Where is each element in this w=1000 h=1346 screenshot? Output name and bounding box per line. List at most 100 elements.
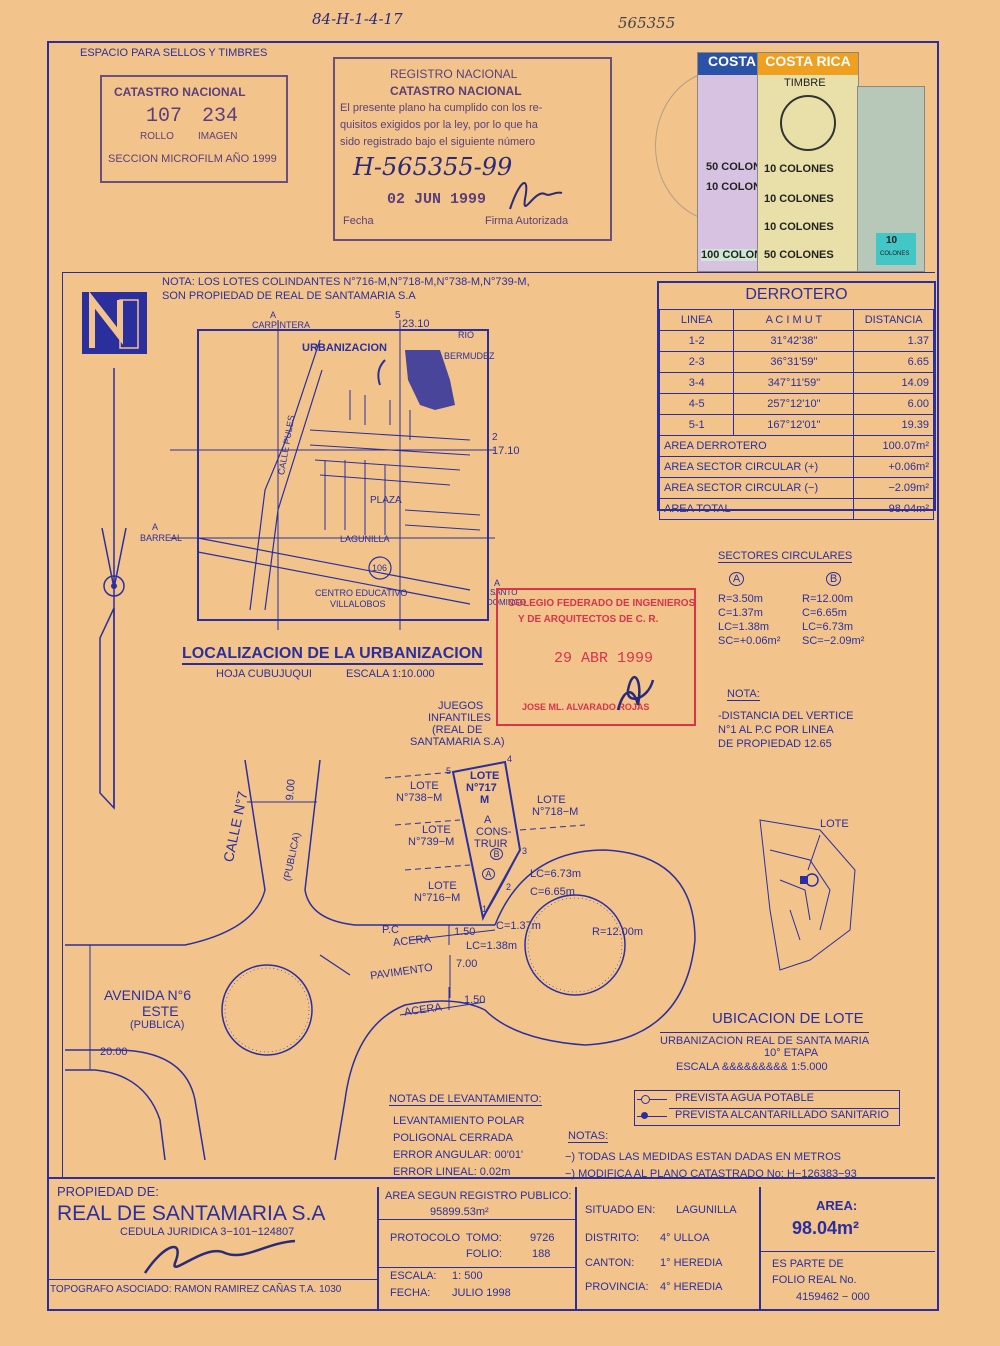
escala-value: 1: 500 — [452, 1270, 483, 1282]
stamp-y10a: 10 COLONES — [764, 163, 834, 175]
juegos-3: (REAL DE — [432, 724, 483, 736]
colegio-line2: Y DE ARQUITECTOS DE C. R. — [518, 614, 659, 625]
agua-label: PREVISTA AGUA POTABLE — [675, 1092, 814, 1104]
construir-1: A — [484, 814, 492, 826]
lote718-b: N°718−M — [532, 806, 579, 818]
rio-2: BERMUDEZ — [444, 351, 495, 361]
derrotero-cell: 347°11'59" — [733, 372, 855, 394]
levantamiento-4: ERROR LINEAL: 0.02m — [393, 1166, 511, 1178]
derrotero-cell: 167°12'01" — [733, 414, 855, 436]
vertex-3: 3 — [522, 846, 528, 856]
provincia-value: 4° HEREDIA — [660, 1281, 723, 1293]
dim-150b: 1.50 — [464, 994, 486, 1006]
colegio-date: 29 ABR 1999 — [554, 650, 654, 667]
cedula: CEDULA JURIDICA 3−101−124807 — [120, 1226, 295, 1238]
santo-a: A — [494, 578, 501, 588]
derrotero-cell: 257°12'10" — [733, 393, 855, 415]
derrotero-area-value: 100.07m² — [853, 435, 934, 457]
stamp-costa-rica-yellow: COSTA RICA TIMBRE 10 COLONES 10 COLONES … — [757, 52, 859, 272]
derrotero-cell: 4-5 — [658, 393, 735, 415]
catastro-imagen: 234 — [202, 105, 239, 128]
topografo: TOPOGRAFO ASOCIADO: RAMON RAMIREZ CAÑAS … — [50, 1284, 342, 1295]
lote739-b: N°739−M — [408, 836, 455, 848]
derrotero-header-cell: LINEA — [658, 309, 735, 331]
header-divider — [62, 272, 935, 273]
colegio-line1: COLEGIO FEDERADO DE INGENIEROS — [508, 598, 696, 609]
catastro-stamp: CATASTRO NACIONAL 107 234 ROLLO IMAGEN S… — [100, 75, 288, 183]
fecha-label-footer: FECHA: — [390, 1287, 431, 1299]
sector-a-3: LC=1.38m — [718, 621, 770, 633]
location-map-drawing — [170, 320, 495, 630]
vertex-1: 1 — [482, 904, 488, 914]
lote716-a: LOTE — [428, 880, 457, 892]
r1200-label: R=12.00m — [592, 926, 644, 938]
registro-stamp: REGISTRO NACIONAL CATASTRO NACIONAL El p… — [333, 57, 612, 241]
registro-text3: sido registrado bajo el siguiente número — [340, 136, 536, 148]
outer-frame — [47, 41, 939, 1311]
lote738-b: N°738−M — [396, 792, 443, 804]
ubicacion-line2: 10° ETAPA — [764, 1047, 819, 1059]
imagen-label: IMAGEN — [198, 131, 238, 142]
footer-hline-mid1 — [377, 1219, 575, 1220]
stamp-seal — [780, 95, 836, 151]
registro-date: 02 JUN 1999 — [387, 191, 487, 208]
stamp-y10b: 10 COLONES — [764, 193, 834, 205]
construir-3: TRUIR — [474, 838, 508, 850]
urbanizacion-label: URBANIZACION — [302, 342, 387, 354]
ref-number: 565355 — [618, 14, 676, 32]
carpintera: CARPINTERA — [252, 320, 311, 330]
nota-right-title: NOTA: — [727, 688, 760, 701]
area-reg-label: AREA SEGUN REGISTRO PUBLICO: — [385, 1190, 572, 1202]
agua-symbol — [637, 1099, 667, 1100]
coord-1710: 17.10 — [492, 445, 520, 457]
topografo-signature — [143, 1239, 296, 1274]
parte-1: ES PARTE DE — [772, 1258, 844, 1270]
derrotero-cell: 36°31'59" — [733, 351, 855, 373]
parte-2: FOLIO REAL No. — [772, 1274, 857, 1286]
lagunilla-label: LAGUNILLA — [340, 534, 390, 544]
tomo-value: 9726 — [530, 1232, 555, 1244]
sector-b-4: SC=−2.09m² — [802, 635, 865, 647]
lote716-b: N°716−M — [414, 892, 461, 904]
centro-1: CENTRO EDUCATIVO — [315, 588, 408, 598]
parte-3: 4159462 − 000 — [796, 1291, 870, 1303]
footer-vline-1 — [377, 1187, 379, 1309]
derrotero-cell: 5-1 — [658, 414, 735, 436]
vertex-2: 2 — [506, 882, 512, 892]
vertex2-label: 2 — [492, 432, 498, 443]
plaza-label: PLAZA — [370, 495, 402, 506]
lc138-label: LC=1.38m — [466, 940, 518, 952]
sector-b-1: R=12.00m — [802, 593, 854, 605]
leyenda-box: PREVISTA AGUA POTABLE PREVISTA ALCANTARI… — [634, 1090, 900, 1126]
propiedad-label: PROPIEDAD DE: — [57, 1184, 159, 1199]
derrotero-area-label: AREA TOTAL — [658, 498, 855, 520]
canton-value: 1° HEREDIA — [660, 1257, 723, 1269]
lote717-c: M — [480, 794, 490, 806]
stamp-y50: 50 COLONES — [764, 249, 834, 261]
lote717-b: N°717 — [466, 782, 497, 794]
nota-top-line2: SON PROPIEDAD DE REAL DE SANTAMARIA S.A — [162, 290, 416, 302]
registro-signature — [509, 182, 563, 210]
dim-900: 9.00 — [284, 778, 298, 802]
centro-2: VILLALOBOS — [330, 599, 386, 609]
barreal-a: A — [152, 522, 159, 532]
derrotero-area-value: +0.06m² — [853, 456, 934, 478]
levantamiento-3: ERROR ANGULAR: 00'01' — [393, 1149, 524, 1161]
sector-a-4: SC=+0.06m² — [718, 635, 781, 647]
lote718-a: LOTE — [537, 794, 566, 806]
area-reg: 95899.53m² — [430, 1206, 489, 1218]
nota-top-line1: NOTA: LOS LOTES COLINDANTES N°716-M,N°71… — [162, 276, 530, 288]
juegos-2: INFANTILES — [428, 712, 491, 724]
vertex5-label: 5 — [395, 310, 401, 321]
santo-2: DOMINGO — [487, 598, 527, 607]
area-label: AREA: — [816, 1198, 858, 1213]
notas-title: NOTAS: — [568, 1130, 609, 1143]
area-value: 98.04m² — [792, 1218, 860, 1238]
footer-hline-mid2 — [377, 1267, 575, 1268]
levantamiento-2: POLIGONAL CERRADA — [393, 1132, 514, 1144]
localizacion-escala: ESCALA 1:10.000 — [346, 668, 435, 680]
situado-label: SITUADO EN: — [585, 1204, 656, 1216]
